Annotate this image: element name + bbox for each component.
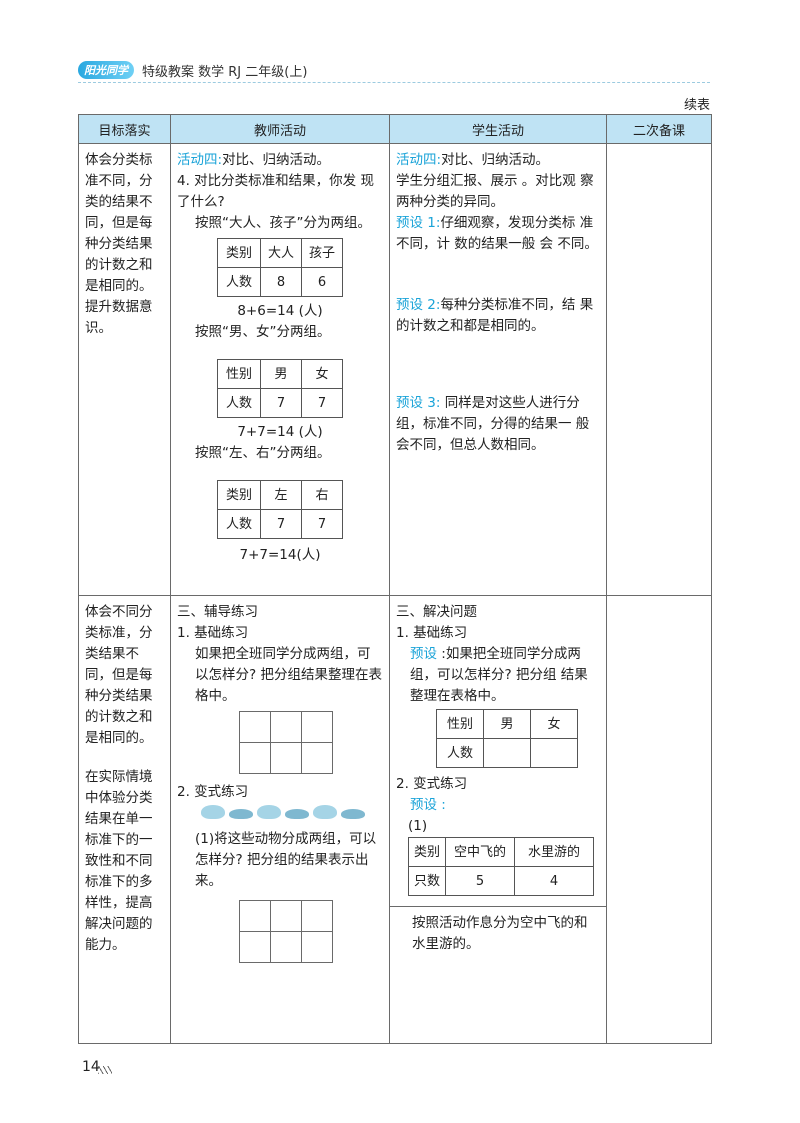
blank-table xyxy=(239,900,333,963)
blank-table xyxy=(239,711,333,774)
animal-illustration xyxy=(201,805,383,819)
grouping-label: 按照“大人、孩子”分为两组。 xyxy=(195,215,371,231)
student-practice: 三、解决问题 1. 基础练习 预设 :如果把全班同学分成两组，可以怎样分? 把分… xyxy=(390,596,606,961)
equation: 7+7=14 (人) xyxy=(237,424,323,440)
page-header: 阳光同学 特级教案 数学 RJ 二年级(上) xyxy=(78,58,307,82)
conclusion-text: 按照活动作息分为空中飞的和水里游的。 xyxy=(390,906,606,955)
goal-text-2: 体会不同分类标准，分类结果不同，但是每种分类结果的计数之和是相同的。 在实际情境… xyxy=(85,604,153,953)
gender-table-blank: 性别男女 人数 xyxy=(436,709,578,768)
brand-logo: 阳光同学 xyxy=(78,61,134,79)
col-header-goal: 目标落实 xyxy=(78,114,171,144)
teacher-activity-4: 活动四:对比、归纳活动。 4. 对比分类标准和结果，你发 现了什么? 按照“大人… xyxy=(171,144,389,572)
col-header-student: 学生活动 xyxy=(389,114,607,144)
lesson-plan-table: 目标落实 教师活动 学生活动 二次备课 体会分类标准不同，分类的结果不同，但是每… xyxy=(78,114,712,1044)
activity-title: 活动四: xyxy=(177,152,223,168)
student-activity-4: 活动四:对比、归纳活动。 学生分组汇报、展示 。对比观 察两种分类的异同。 预设… xyxy=(390,144,606,462)
student-intro: 学生分组汇报、展示 。对比观 察两种分类的异同。 xyxy=(396,173,594,210)
col-header-teacher: 教师活动 xyxy=(170,114,390,144)
page-number-decoration xyxy=(98,1066,112,1074)
teacher-practice: 三、辅导练习 1. 基础练习 如果把全班同学分成两组，可以怎样分? 把分组结果整… xyxy=(171,596,389,969)
page-number: 14 xyxy=(82,1059,100,1075)
continued-label: 续表 xyxy=(683,98,710,113)
book-title: 特级教案 数学 RJ 二年级(上) xyxy=(142,64,308,80)
equation: 7+7=14(人) xyxy=(239,547,321,563)
equation: 8+6=14 (人) xyxy=(237,303,323,319)
col-header-notes: 二次备课 xyxy=(606,114,712,144)
goal-text-1: 体会分类标准不同，分类的结果不同，但是每种分类结果的计数之和是相同的。提升数据意… xyxy=(85,152,153,336)
grouping-label: 按照“左、右”分两组。 xyxy=(195,445,331,461)
header-divider xyxy=(78,82,710,83)
grouping-label: 按照“男、女”分两组。 xyxy=(195,324,331,340)
question-text: 4. 对比分类标准和结果，你发 现了什么? xyxy=(177,173,374,210)
